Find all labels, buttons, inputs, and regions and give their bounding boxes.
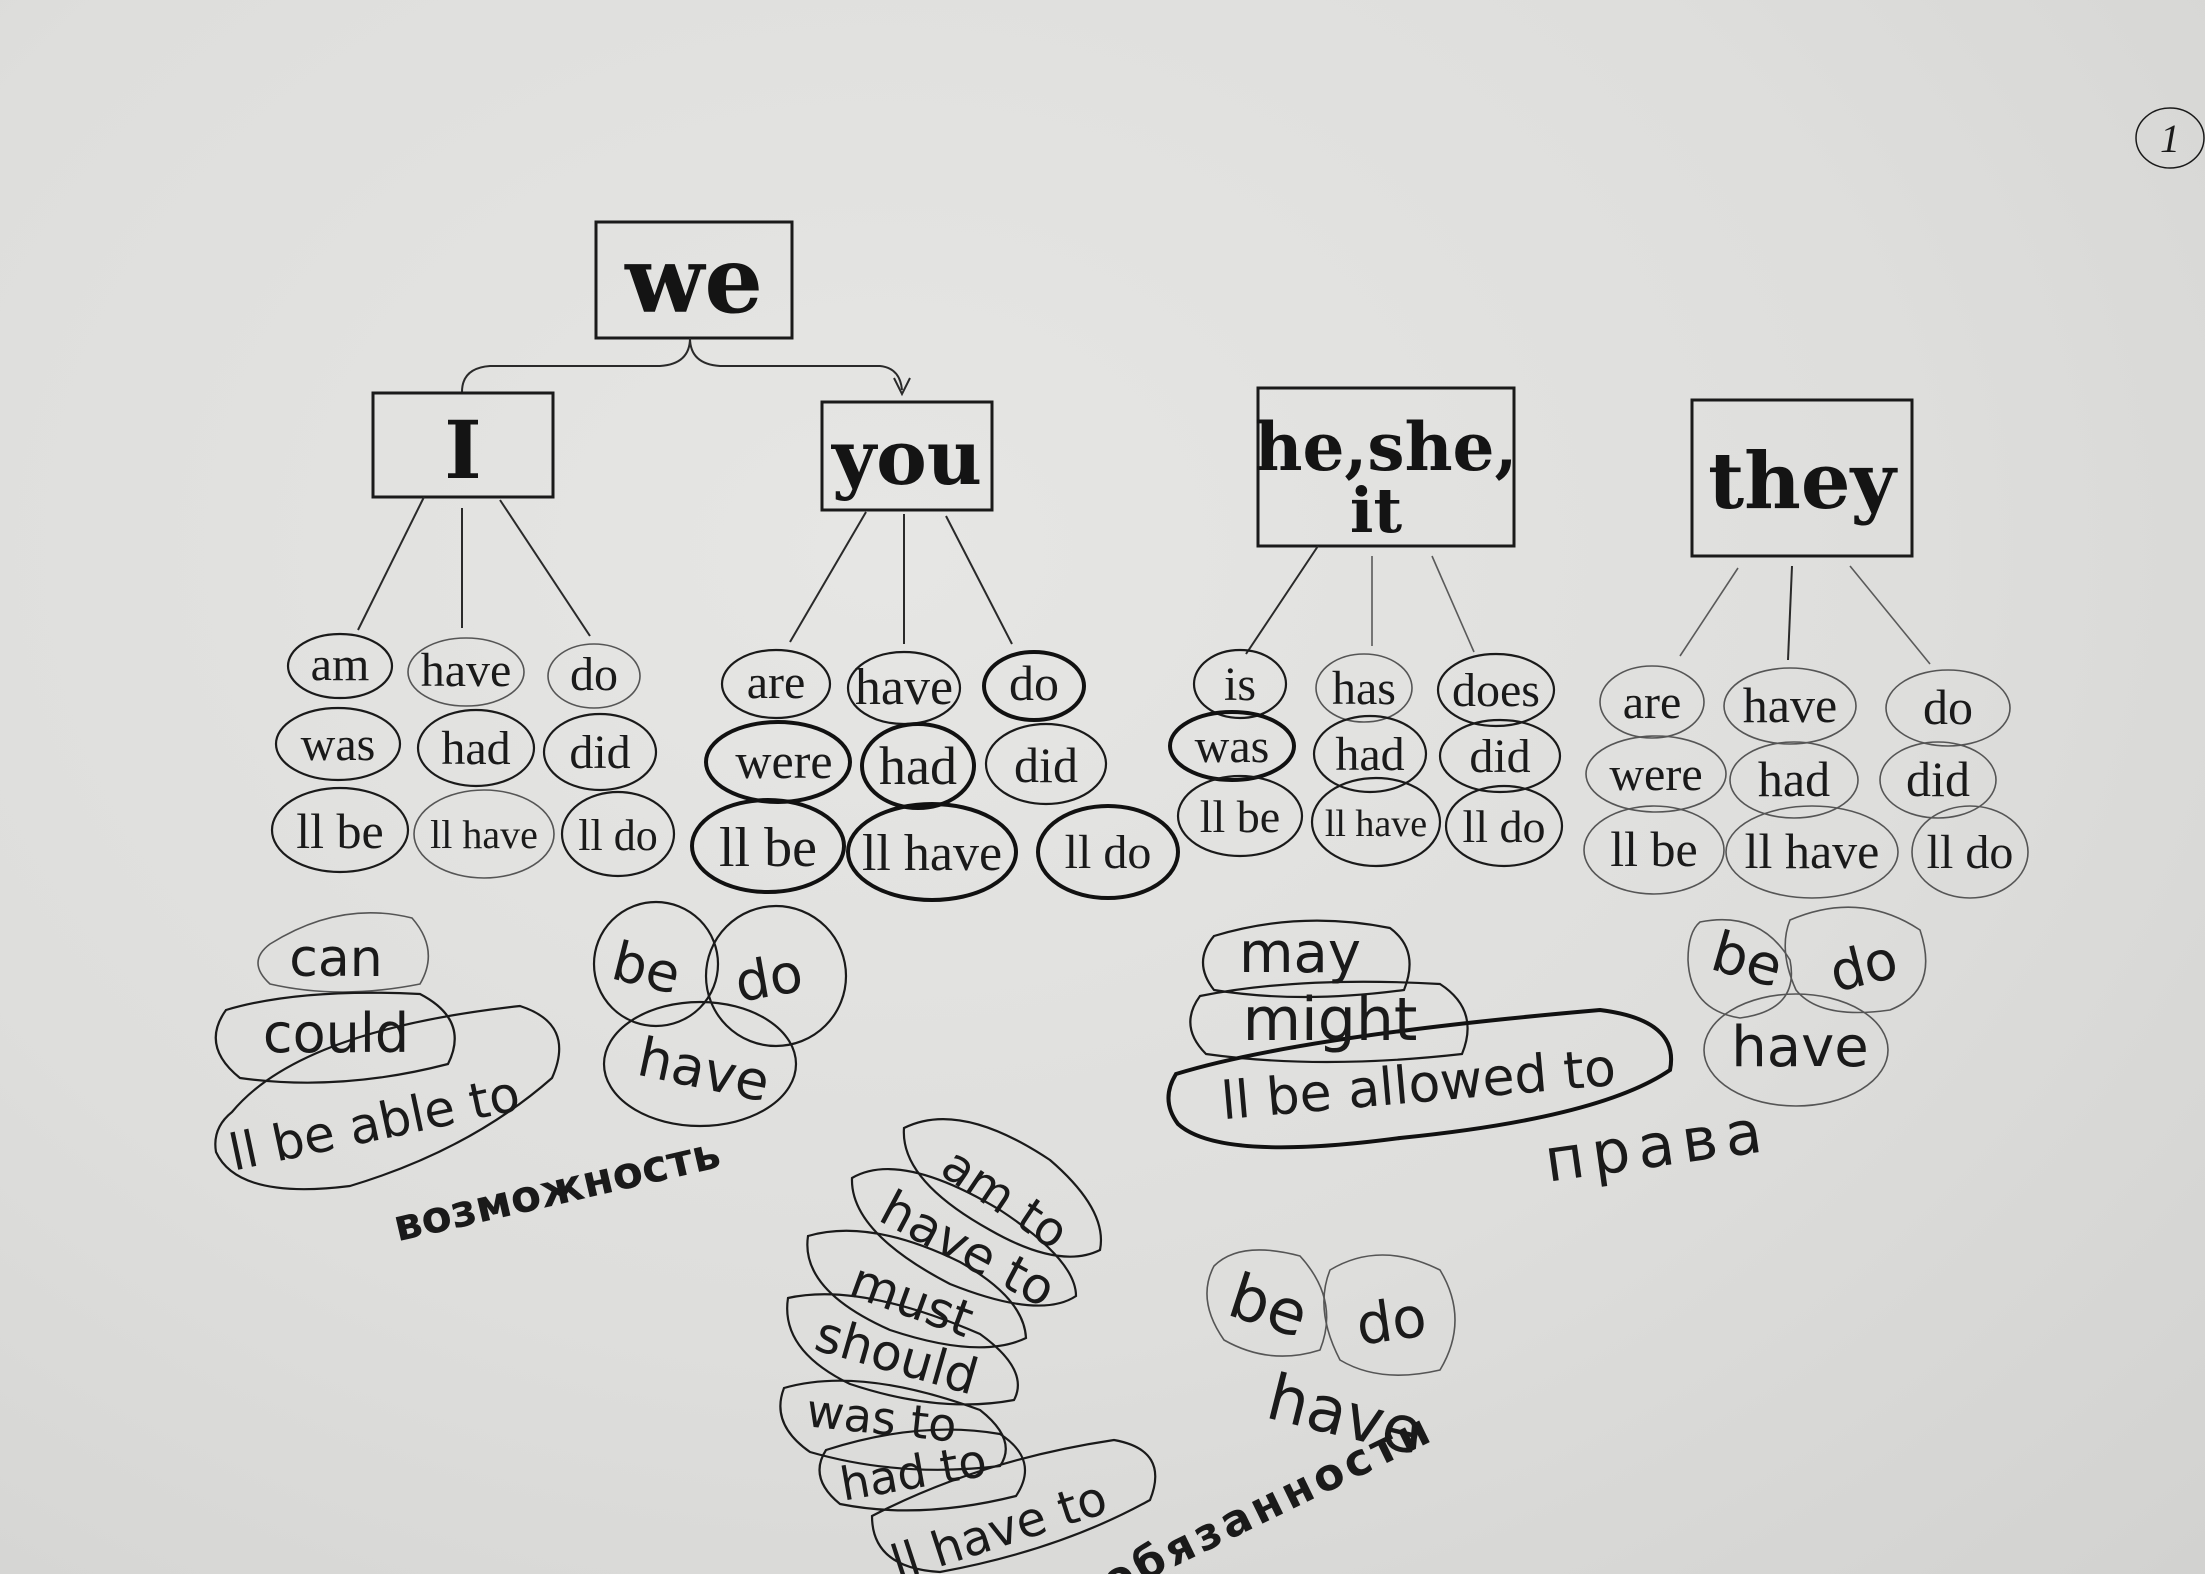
i-past-3: did xyxy=(569,726,630,779)
we-connector xyxy=(461,337,911,397)
they-future-3: ll do xyxy=(1927,826,2014,879)
permission-verb-have: have xyxy=(1731,1015,1868,1080)
pronoun-you-node: you xyxy=(820,400,994,512)
permission-group: may might ll be allowed to be do have пр… xyxy=(1166,906,1927,1197)
i-present-2: have xyxy=(421,644,512,697)
they-past-2: had xyxy=(1758,751,1830,807)
permission-modal-2: might xyxy=(1243,985,1418,1055)
i-future-2: ll have xyxy=(430,812,538,857)
they-past-1: were xyxy=(1609,748,1702,801)
ability-modal-2: could xyxy=(263,1002,409,1065)
obligation-verb-do: do xyxy=(1352,1285,1430,1359)
ability-verb-do: do xyxy=(730,941,807,1015)
he-present-2: has xyxy=(1332,662,1396,715)
branch-lines xyxy=(357,496,1931,665)
he-present-1: is xyxy=(1224,658,1256,711)
i-future-1: ll be xyxy=(296,803,383,859)
he-present-3: does xyxy=(1452,664,1540,717)
you-past-2: had xyxy=(879,736,957,796)
pronoun-he-label-2: it xyxy=(1350,474,1403,547)
pronoun-you-label: you xyxy=(831,413,982,502)
they-future-2: ll have xyxy=(1745,823,1880,879)
you-verb-grid: are have do were had did ll be ll have l… xyxy=(690,648,1180,902)
he-verb-grid: is has does was had did ll be ll have ll… xyxy=(1168,648,1564,868)
they-present-1: are xyxy=(1623,676,1682,729)
ability-group: can could ll be able to be do have возмо… xyxy=(214,900,848,1252)
i-past-1: was xyxy=(301,718,376,771)
i-present-1: am xyxy=(311,638,370,691)
ability-modal-1: can xyxy=(289,929,382,989)
he-future-1: ll be xyxy=(1200,791,1280,842)
ability-verb-have: have xyxy=(632,1025,775,1114)
pronoun-he-label-1: he,she, xyxy=(1254,408,1517,486)
ability-verb-be: be xyxy=(606,929,687,1006)
pronoun-they-label: they xyxy=(1708,436,1898,527)
they-future-1: ll be xyxy=(1610,821,1697,877)
obligation-modal-6: had to xyxy=(836,1433,990,1512)
you-present-3: do xyxy=(1009,655,1059,711)
i-future-3: ll do xyxy=(578,811,657,860)
pronoun-i-node: I xyxy=(371,391,555,499)
you-past-3: did xyxy=(1014,737,1078,793)
you-future-1: ll be xyxy=(719,817,817,879)
you-present-1: are xyxy=(747,656,806,709)
you-past-1: were xyxy=(735,733,832,789)
we-node: we xyxy=(594,220,794,340)
pronoun-i-label: I xyxy=(444,403,481,497)
permission-verb-do: do xyxy=(1823,927,1904,1004)
permission-modal-1: may xyxy=(1239,921,1361,986)
we-label: we xyxy=(624,226,763,334)
obligation-verb-be: be xyxy=(1221,1259,1317,1352)
he-past-1: was xyxy=(1195,720,1270,773)
he-past-3: did xyxy=(1469,730,1530,783)
i-verb-grid: am have do was had did ll be ll have ll … xyxy=(270,632,676,879)
ability-caption: возможность xyxy=(388,1127,725,1252)
i-past-2: had xyxy=(441,722,510,775)
page-number: 1 xyxy=(2160,116,2180,161)
he-past-2: had xyxy=(1335,728,1404,781)
they-present-2: have xyxy=(1743,677,1837,733)
i-present-3: do xyxy=(570,648,618,701)
you-future-3: ll do xyxy=(1065,826,1152,879)
page-number-mark: 1 xyxy=(2135,107,2205,169)
they-verb-grid: are have do were had did ll be ll have l… xyxy=(1583,665,2029,899)
he-future-2: ll have xyxy=(1325,803,1427,845)
he-future-3: ll do xyxy=(1462,801,1545,852)
pronoun-he-node: he,she, it xyxy=(1254,386,1518,548)
they-present-3: do xyxy=(1923,679,1973,735)
pronoun-they-node: they xyxy=(1690,398,1914,558)
you-future-2: ll have xyxy=(862,825,1002,882)
you-present-2: have xyxy=(855,659,953,716)
obligation-group: am to have to must should was to had to … xyxy=(779,1118,1456,1574)
permission-verb-be: be xyxy=(1704,919,1789,1001)
they-past-3: did xyxy=(1906,751,1970,807)
